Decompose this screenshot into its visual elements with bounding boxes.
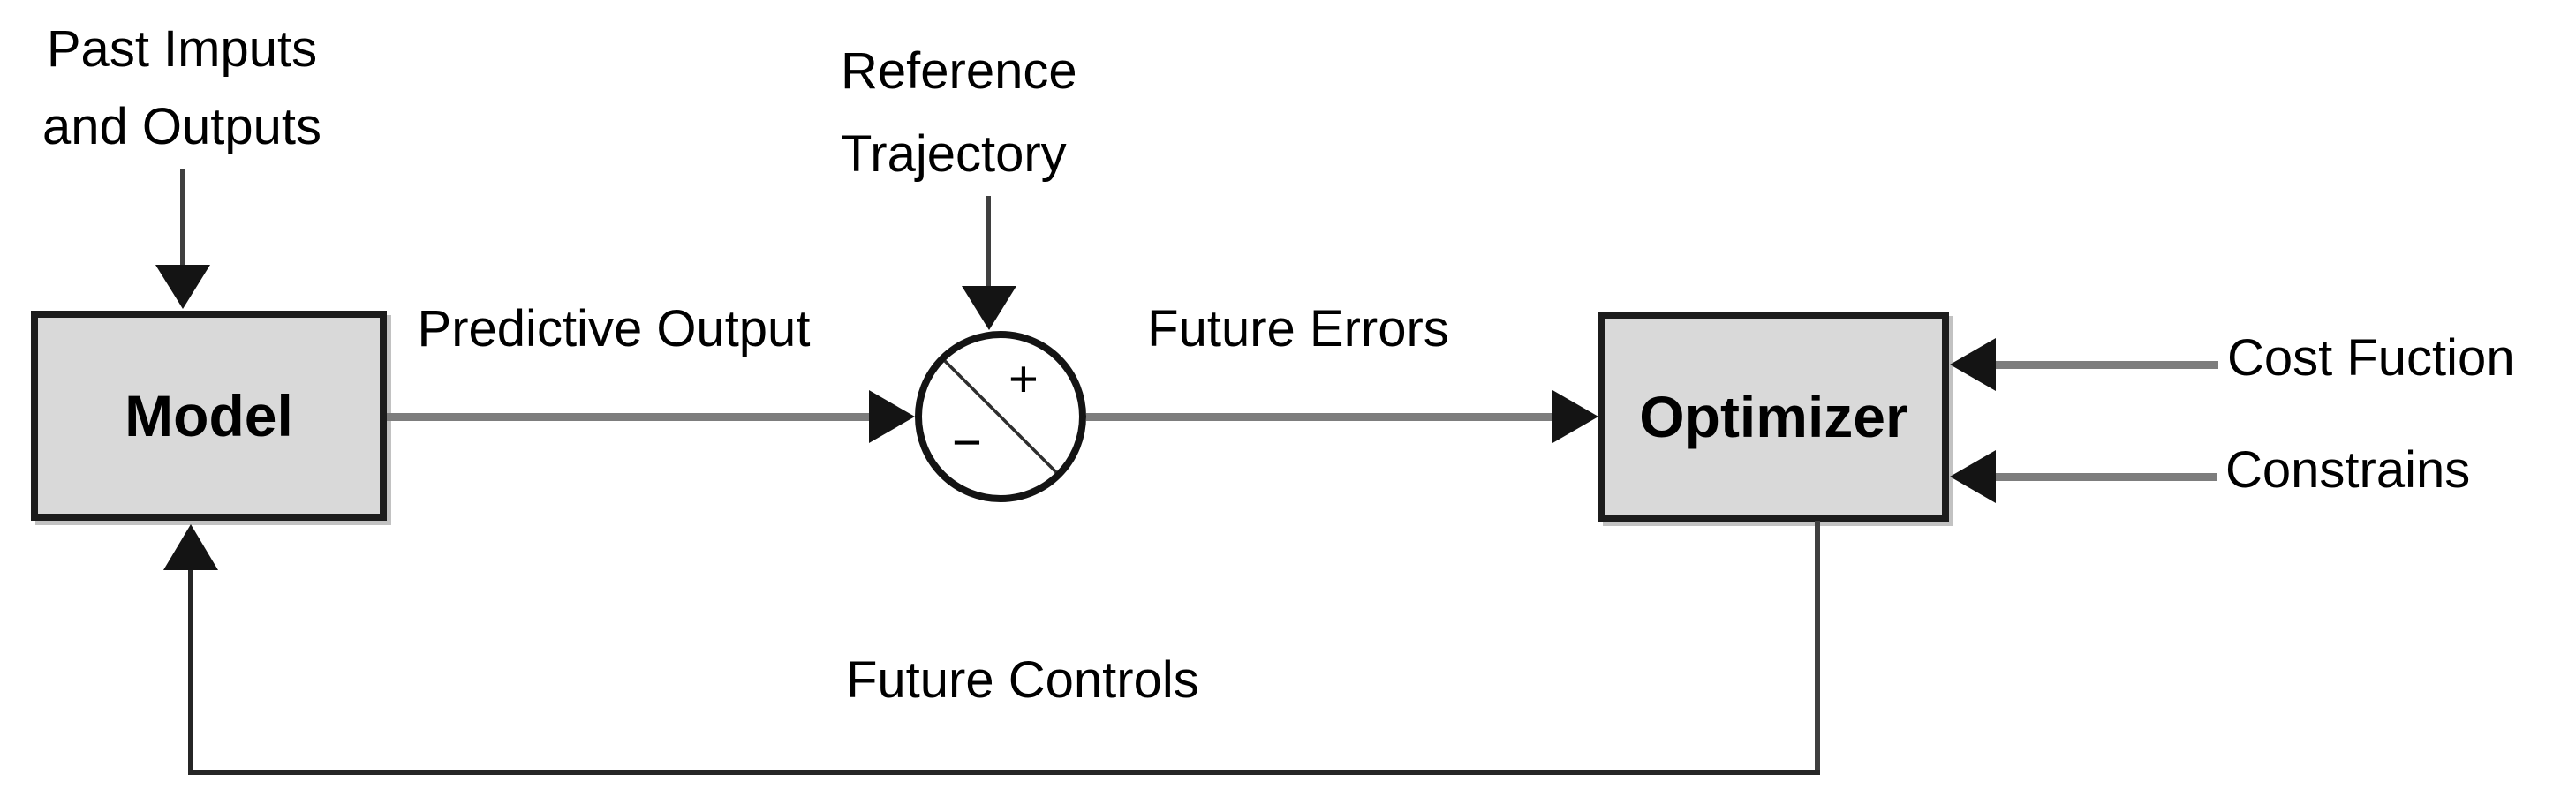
feedback-arrowhead-up-icon bbox=[163, 524, 218, 570]
predictive-output-arrowhead-icon bbox=[869, 390, 915, 443]
optimizer-box: Optimizer bbox=[1598, 312, 1949, 522]
future-errors-label: Future Errors bbox=[1147, 300, 1449, 357]
past-inputs-outputs-line2: and Outputs bbox=[42, 98, 321, 155]
predictive-output-label: Predictive Output bbox=[417, 300, 811, 357]
summing-junction-diagonal bbox=[943, 359, 1058, 474]
constraints-label: Constrains bbox=[2225, 441, 2471, 499]
past-io-arrowhead-down-icon bbox=[155, 265, 210, 309]
optimizer-box-label: Optimizer bbox=[1639, 384, 1908, 449]
reference-trajectory-line1: Reference bbox=[841, 42, 1077, 100]
future-controls-label: Future Controls bbox=[846, 651, 1199, 709]
cost-function-label: Cost Fuction bbox=[2227, 329, 2515, 387]
reference-arrow-line bbox=[986, 196, 991, 286]
past-inputs-outputs-label: Past Imputs and Outputs bbox=[41, 11, 323, 166]
reference-trajectory-line2: Trajectory bbox=[841, 125, 1067, 183]
past-inputs-outputs-line1: Past Imputs bbox=[46, 20, 318, 78]
plus-sign: + bbox=[1008, 350, 1039, 408]
feedback-line-optimizer-drop bbox=[1815, 521, 1820, 774]
cost-function-arrowhead-icon bbox=[1950, 338, 1996, 391]
summing-junction: + − bbox=[915, 331, 1086, 502]
feedback-line-model-rise bbox=[188, 570, 193, 771]
future-errors-arrowhead-icon bbox=[1552, 390, 1598, 443]
model-box-label: Model bbox=[125, 383, 293, 448]
reference-trajectory-label: Reference Trajectory bbox=[841, 30, 1132, 196]
past-io-arrow-line bbox=[180, 169, 185, 268]
feedback-line-bottom bbox=[188, 770, 1820, 775]
model-box: Model bbox=[31, 311, 387, 521]
minus-sign: − bbox=[952, 414, 982, 471]
constraints-line bbox=[1996, 473, 2217, 481]
reference-arrowhead-down-icon bbox=[962, 286, 1016, 330]
constraints-arrowhead-icon bbox=[1950, 450, 1996, 503]
cost-function-line bbox=[1996, 361, 2218, 369]
future-errors-line bbox=[1086, 413, 1552, 421]
predictive-output-line bbox=[387, 413, 869, 421]
